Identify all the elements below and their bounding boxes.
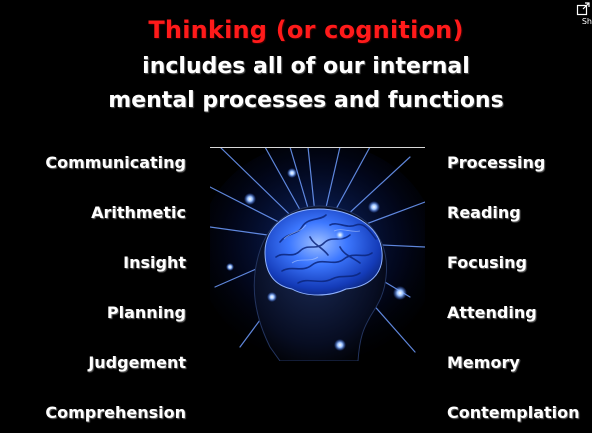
image-top-border (210, 147, 425, 148)
left-item-communicating: Communicating (45, 153, 186, 172)
left-item-judgement: Judgement (88, 353, 186, 372)
right-item-focusing: Focusing (447, 253, 527, 272)
left-item-planning: Planning (106, 303, 186, 322)
left-item-comprehension: Comprehension (45, 403, 186, 422)
right-item-attending: Attending (447, 303, 537, 322)
right-item-reading: Reading (447, 203, 521, 222)
slide-title: Thinking (or cognition) (148, 16, 464, 44)
left-item-insight: Insight (123, 253, 186, 272)
share-label[interactable]: Sh (581, 17, 592, 26)
subtitle-line-1: includes all of our internal (142, 54, 470, 79)
share-icon (576, 2, 590, 16)
brain-illustration (210, 147, 425, 361)
right-item-memory: Memory (447, 353, 520, 372)
right-item-contemplation: Contemplation (447, 403, 580, 422)
brain-image (210, 147, 425, 361)
share-button[interactable] (574, 0, 592, 26)
subtitle-line-2: mental processes and functions (108, 88, 504, 113)
right-item-processing: Processing (447, 153, 546, 172)
left-item-arithmetic: Arithmetic (91, 203, 186, 222)
